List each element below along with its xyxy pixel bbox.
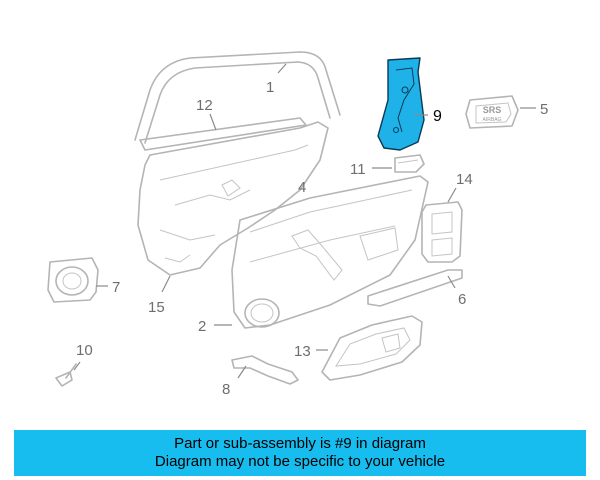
- callout-8: 8: [222, 381, 230, 398]
- callout-2: 2: [198, 318, 206, 335]
- part-6-armrest-molding: [367, 269, 463, 307]
- part-12-belt-molding: [139, 117, 307, 151]
- leader-lines: [73, 63, 536, 379]
- banner-line-2: Diagram may not be specific to your vehi…: [154, 453, 446, 470]
- part-7-speaker-grille: [47, 257, 99, 303]
- info-banner: Part or sub-assembly is #9 in diagram Di…: [14, 430, 586, 476]
- part-10-push-clip: [55, 363, 77, 387]
- part-11-clip: [394, 154, 425, 173]
- part-14-switch-bezel: [421, 201, 463, 263]
- callout-1: 1: [266, 79, 274, 96]
- callout-10: 10: [76, 342, 93, 359]
- callout-4: 4: [298, 179, 306, 196]
- callout-9: 9: [433, 108, 442, 125]
- part-8-pull-handle: [231, 355, 299, 385]
- part-5-airbag-badge: SRS AIRBAG: [465, 95, 519, 129]
- callout-13: 13: [294, 343, 311, 360]
- callout-labels: 1 2 4 5 6 7 8 9 10 11 12 13 14 15: [76, 79, 548, 398]
- airbag-badge-line1: SRS: [483, 105, 502, 115]
- part-1-window-frame: [134, 51, 341, 144]
- parts-diagram: SRS AIRBAG: [47, 51, 548, 398]
- airbag-badge-line2: AIRBAG: [483, 117, 502, 123]
- callout-5: 5: [540, 101, 548, 118]
- part-15-door-shell: [137, 121, 329, 276]
- part-2-door-trim-panel: [231, 175, 429, 329]
- callout-7: 7: [112, 279, 120, 296]
- banner-line-1: Part or sub-assembly is #9 in diagram: [174, 435, 426, 452]
- callout-14: 14: [456, 171, 473, 188]
- callout-6: 6: [458, 291, 466, 308]
- callout-12: 12: [196, 97, 213, 114]
- part-9-bracket: [377, 57, 425, 151]
- callout-15: 15: [148, 299, 165, 316]
- callout-11: 11: [350, 161, 366, 178]
- part-13-handle-housing: [321, 315, 423, 381]
